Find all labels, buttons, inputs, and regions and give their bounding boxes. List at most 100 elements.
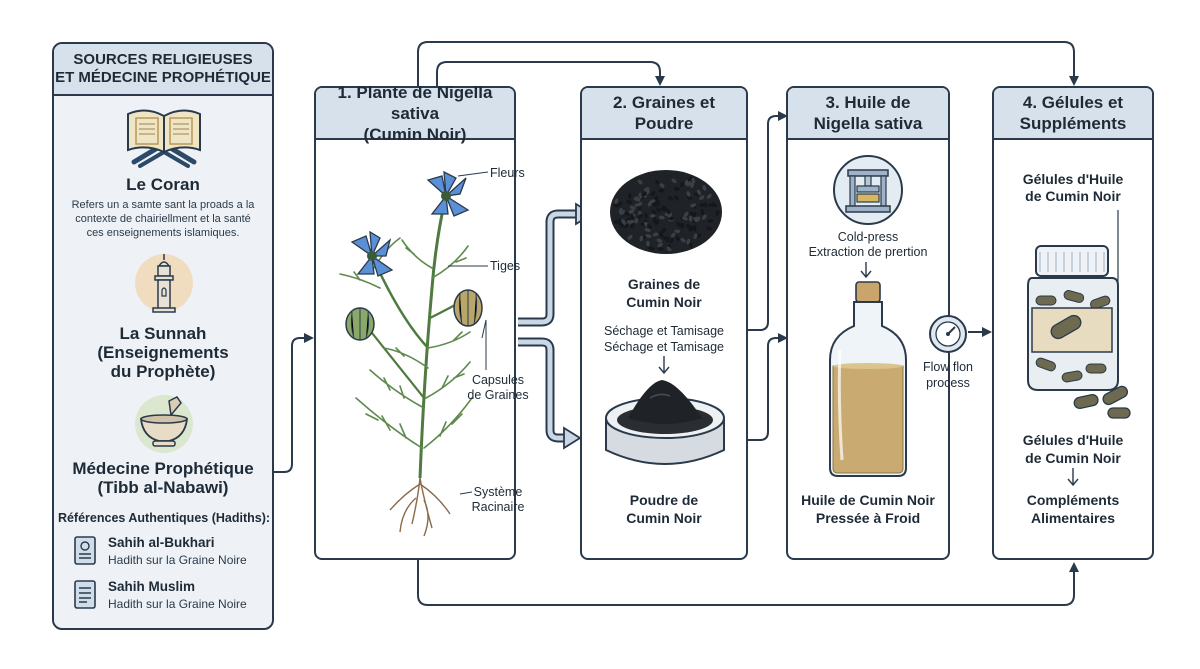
poudre-line1: Poudre de: [629, 492, 699, 508]
seed-grain: [691, 225, 697, 230]
document-icon: [74, 536, 96, 565]
seed-grain: [688, 211, 695, 216]
seed-grain: [668, 196, 674, 201]
down-arrow-icon: [1067, 468, 1079, 487]
seed-grain: [686, 195, 692, 201]
seed-grain: [627, 193, 632, 199]
seed-grain: [673, 186, 680, 191]
panel-seeds: [580, 86, 748, 560]
seed-grain: [680, 237, 686, 243]
gelules-top-line1: Gélules d'Huile: [1022, 171, 1124, 187]
panel-plant-title-line2: (Cumin Noir): [363, 124, 467, 144]
seed-grain: [614, 198, 619, 205]
seed-grain: [696, 189, 702, 196]
seed-grain: [691, 177, 696, 184]
panel-seeds-header: 2. Graines et Poudre: [582, 88, 746, 140]
sunnah-line1: La Sunnah: [119, 324, 207, 343]
seed-grain: [649, 199, 656, 204]
panel-oil-title-line1: 3. Huile de: [825, 93, 911, 112]
seed-grain: [652, 216, 657, 223]
seed-grain: [688, 215, 693, 222]
seed-grain: [658, 231, 664, 238]
label-systeme-line1: Système: [473, 485, 523, 499]
seed-grain: [706, 226, 713, 231]
complements-line2: Alimentaires: [1030, 510, 1116, 526]
ref-subtitle-0: Hadith sur la Graine Noire: [108, 553, 247, 567]
poudre-line2: Cumin Noir: [626, 510, 702, 526]
powder-bowl-illustration: [605, 380, 725, 465]
seed-grain: [618, 219, 622, 226]
panel-capsules-title-line2: Suppléments: [1019, 114, 1127, 133]
nigella-plant-illustration: [339, 170, 483, 537]
capsule-right: [453, 289, 483, 327]
oil-bottle-illustration: [829, 281, 907, 477]
gelules-top-line2: de Cumin Noir: [1025, 188, 1121, 204]
ref-title-1: Sahih Muslim: [108, 579, 196, 594]
seed-grain: [666, 246, 672, 252]
seed-grain: [690, 182, 694, 189]
flower-top: [426, 170, 470, 217]
panel-oil-title-line2: Nigella sativa: [813, 114, 923, 133]
huile-line2: Pressée à Froid: [815, 510, 921, 526]
sechage-line2: Séchage et Tamisage: [604, 340, 724, 354]
down-arrow-icon: [658, 356, 670, 375]
seed-grain: [715, 210, 720, 216]
press-line1: Cold-press: [837, 230, 899, 244]
seed-grain: [618, 207, 623, 214]
seed-grain: [685, 224, 692, 229]
flower-left: [350, 230, 394, 277]
label-tiges: Tiges: [490, 259, 521, 273]
flow-gauge-icon: [929, 315, 967, 353]
panel-seeds-title-line1: 2. Graines et: [612, 93, 716, 112]
down-arrow-icon: [860, 262, 872, 279]
seed-grain: [656, 207, 661, 213]
seed-grain: [671, 178, 677, 184]
sources-sidebar: [52, 42, 274, 630]
seed-grain: [674, 195, 679, 201]
seed-grain: [638, 192, 643, 199]
seed-grain: [683, 211, 689, 217]
seed-grain: [706, 193, 712, 199]
sidebar-header-line1: SOURCES RELIGIEUSES: [73, 51, 253, 68]
refs-label: Références Authentiques (Hadiths):: [57, 511, 271, 525]
seed-grain: [644, 228, 651, 232]
seed-grain: [702, 185, 707, 191]
panel-seeds-title-line2: Poudre: [634, 114, 694, 133]
seed-grain: [670, 232, 676, 239]
press-line2: Extraction de prertion: [808, 245, 928, 259]
seed-grain: [624, 211, 630, 216]
seed-grain: [699, 195, 705, 200]
ref-title-0: Sahih al-Bukhari: [108, 535, 215, 550]
seed-grain: [661, 227, 667, 233]
huile-line1: Huile de Cumin Noir: [801, 492, 935, 508]
seed-grain: [686, 238, 691, 245]
sidebar-header-line2: ET MÉDECINE PROPHÉTIQUE: [55, 69, 271, 86]
panel-oil-header: 3. Huile de Nigella sativa: [788, 88, 948, 140]
gelules-mid-line2: de Cumin Noir: [1025, 450, 1121, 466]
seed-grain: [693, 233, 698, 240]
panel-plant-header: 1. Plante de Nigella sativa (Cumin Noir): [316, 83, 514, 144]
seed-grain: [675, 235, 680, 241]
label-capsules-line1: Capsules: [471, 373, 525, 387]
press-machine-icon: [833, 155, 903, 225]
panel-capsules-header: 4. Gélules et Suppléments: [994, 88, 1152, 140]
coran-desc-line1: Refers un a samte sant la proads a la: [71, 199, 255, 211]
seed-grain: [656, 238, 663, 243]
mortar-pestle-icon: [135, 395, 193, 453]
seed-grain: [630, 213, 635, 220]
seed-grain: [629, 205, 636, 210]
seed-grain: [681, 216, 688, 221]
seed-grain: [626, 220, 633, 224]
seed-grain: [634, 217, 639, 224]
seed-grain: [639, 235, 644, 242]
seed-grain: [637, 201, 643, 207]
graines-line1: Graines de: [627, 276, 701, 292]
seed-grain: [680, 222, 685, 229]
panel-capsules-title-line1: 4. Gélules et: [1022, 93, 1124, 112]
seed-grain: [638, 213, 644, 219]
sunnah-line2: (Enseignements: [97, 343, 229, 362]
minaret-icon: [135, 254, 193, 313]
label-systeme-line2: Racinaire: [471, 500, 525, 514]
seed-grain: [649, 213, 656, 218]
seed-grain: [693, 216, 698, 222]
